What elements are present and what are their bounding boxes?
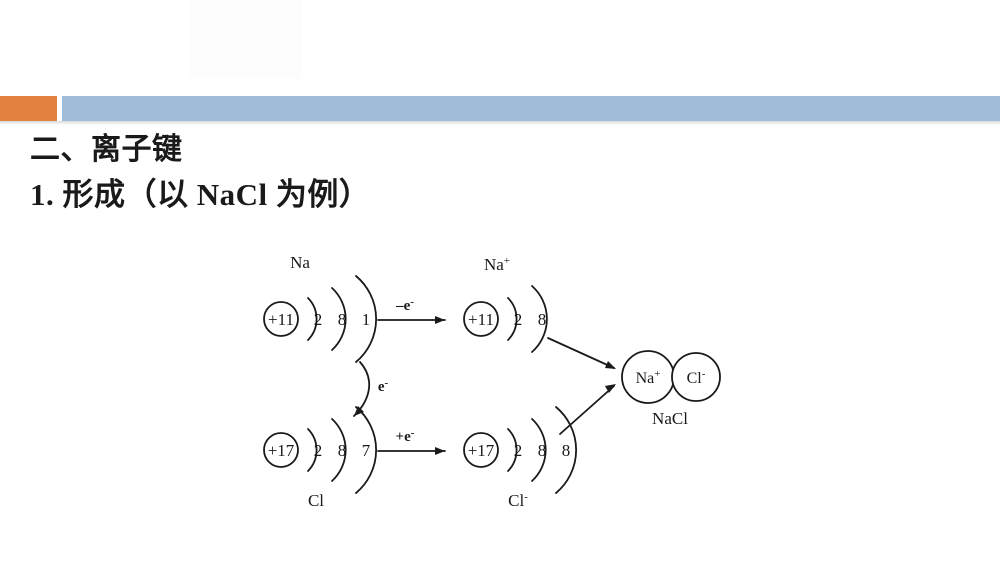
sodium-ion-shell-arc-1 bbox=[507, 297, 518, 341]
anion-to-product-arrowhead bbox=[605, 384, 616, 393]
chlorine-nucleus-charge: +17 bbox=[268, 441, 295, 460]
electron-transfer-label: e- bbox=[378, 377, 389, 395]
chloride-ion-group: +17 2 8 8 Cl- bbox=[463, 406, 578, 510]
cation-to-product-arrowhead bbox=[605, 361, 616, 369]
header-bar-shadow bbox=[0, 121, 1000, 125]
chloride-ion-label: Cl- bbox=[508, 491, 528, 510]
chlorine-shell-arc-3 bbox=[355, 406, 378, 494]
chlorine-shell-count-2: 8 bbox=[338, 441, 347, 460]
sub-heading: 1. 形成（以 NaCl 为例） bbox=[30, 177, 371, 212]
nacl-product-group: Na+ Cl- NaCl bbox=[621, 350, 721, 428]
nacl-formation-diagram: Na +11 2 8 1 –e- bbox=[250, 238, 740, 523]
accent-block-orange bbox=[0, 96, 57, 121]
sodium-nucleus-charge: +11 bbox=[268, 310, 294, 329]
sodium-shell-arc-2 bbox=[331, 287, 347, 351]
sodium-ion-shell-count-2: 8 bbox=[538, 310, 547, 329]
sodium-atom-label: Na bbox=[290, 253, 310, 272]
gain-electron-arrowhead bbox=[435, 447, 445, 455]
sodium-ion-shell-arc-2 bbox=[531, 285, 548, 353]
sodium-shell-arc-3 bbox=[355, 275, 378, 363]
lose-electron-arrowhead bbox=[435, 316, 445, 324]
empty-placeholder-box bbox=[190, 0, 302, 78]
sodium-shell-count-2: 8 bbox=[338, 310, 347, 329]
chloride-ion-shell-count-3: 8 bbox=[562, 441, 571, 460]
product-anion-label: Cl- bbox=[687, 368, 706, 387]
chlorine-atom-label: Cl bbox=[308, 491, 324, 510]
sodium-ion-nucleus-circle bbox=[463, 301, 499, 337]
electron-transfer-group: e- bbox=[353, 361, 389, 417]
chloride-ion-shell-arc-2 bbox=[531, 418, 547, 482]
product-anion-circle bbox=[671, 352, 721, 402]
chloride-ion-nucleus-circle bbox=[463, 432, 499, 468]
sodium-ion-nucleus-charge: +11 bbox=[468, 310, 494, 329]
chlorine-atom-group: +17 2 8 7 Cl bbox=[263, 406, 378, 510]
chloride-ion-shell-arc-3 bbox=[555, 406, 578, 494]
lose-electron-label: –e- bbox=[395, 296, 414, 314]
sodium-ion-label: Na+ bbox=[484, 255, 510, 274]
gain-electron-arrow-group: +e- bbox=[377, 427, 446, 455]
header-bar-blue bbox=[62, 96, 1000, 121]
sodium-ion-shell-count-1: 2 bbox=[514, 310, 523, 329]
chloride-ion-nucleus-charge: +17 bbox=[468, 441, 495, 460]
chloride-ion-shell-arc-1 bbox=[507, 428, 518, 472]
sodium-nucleus-circle bbox=[263, 301, 299, 337]
sodium-shell-count-3: 1 bbox=[362, 310, 371, 329]
chloride-ion-shell-count-2: 8 bbox=[538, 441, 547, 460]
sodium-atom-group: Na +11 2 8 1 bbox=[263, 253, 378, 363]
electron-transfer-arrowhead bbox=[354, 406, 364, 416]
section-heading: 二、离子键 bbox=[30, 133, 183, 166]
product-formula-label: NaCl bbox=[652, 409, 688, 428]
sodium-shell-count-1: 2 bbox=[314, 310, 323, 329]
product-cation-label: Na+ bbox=[636, 368, 661, 387]
chlorine-shell-arc-2 bbox=[331, 418, 347, 482]
anion-to-product-arrow-line bbox=[559, 385, 615, 435]
chlorine-nucleus-circle bbox=[263, 432, 299, 468]
gain-electron-label: +e- bbox=[396, 427, 415, 445]
lose-electron-arrow-group: –e- bbox=[377, 296, 446, 324]
sodium-ion-group: Na+ +11 2 8 bbox=[463, 255, 548, 353]
chloride-ion-shell-count-1: 2 bbox=[514, 441, 523, 460]
cation-to-product-arrow-line bbox=[547, 337, 615, 369]
chlorine-shell-count-1: 2 bbox=[314, 441, 323, 460]
chlorine-shell-arc-1 bbox=[307, 428, 318, 472]
sodium-shell-arc-1 bbox=[307, 297, 318, 341]
chlorine-shell-count-3: 7 bbox=[362, 441, 371, 460]
product-arrows-group bbox=[547, 337, 616, 435]
